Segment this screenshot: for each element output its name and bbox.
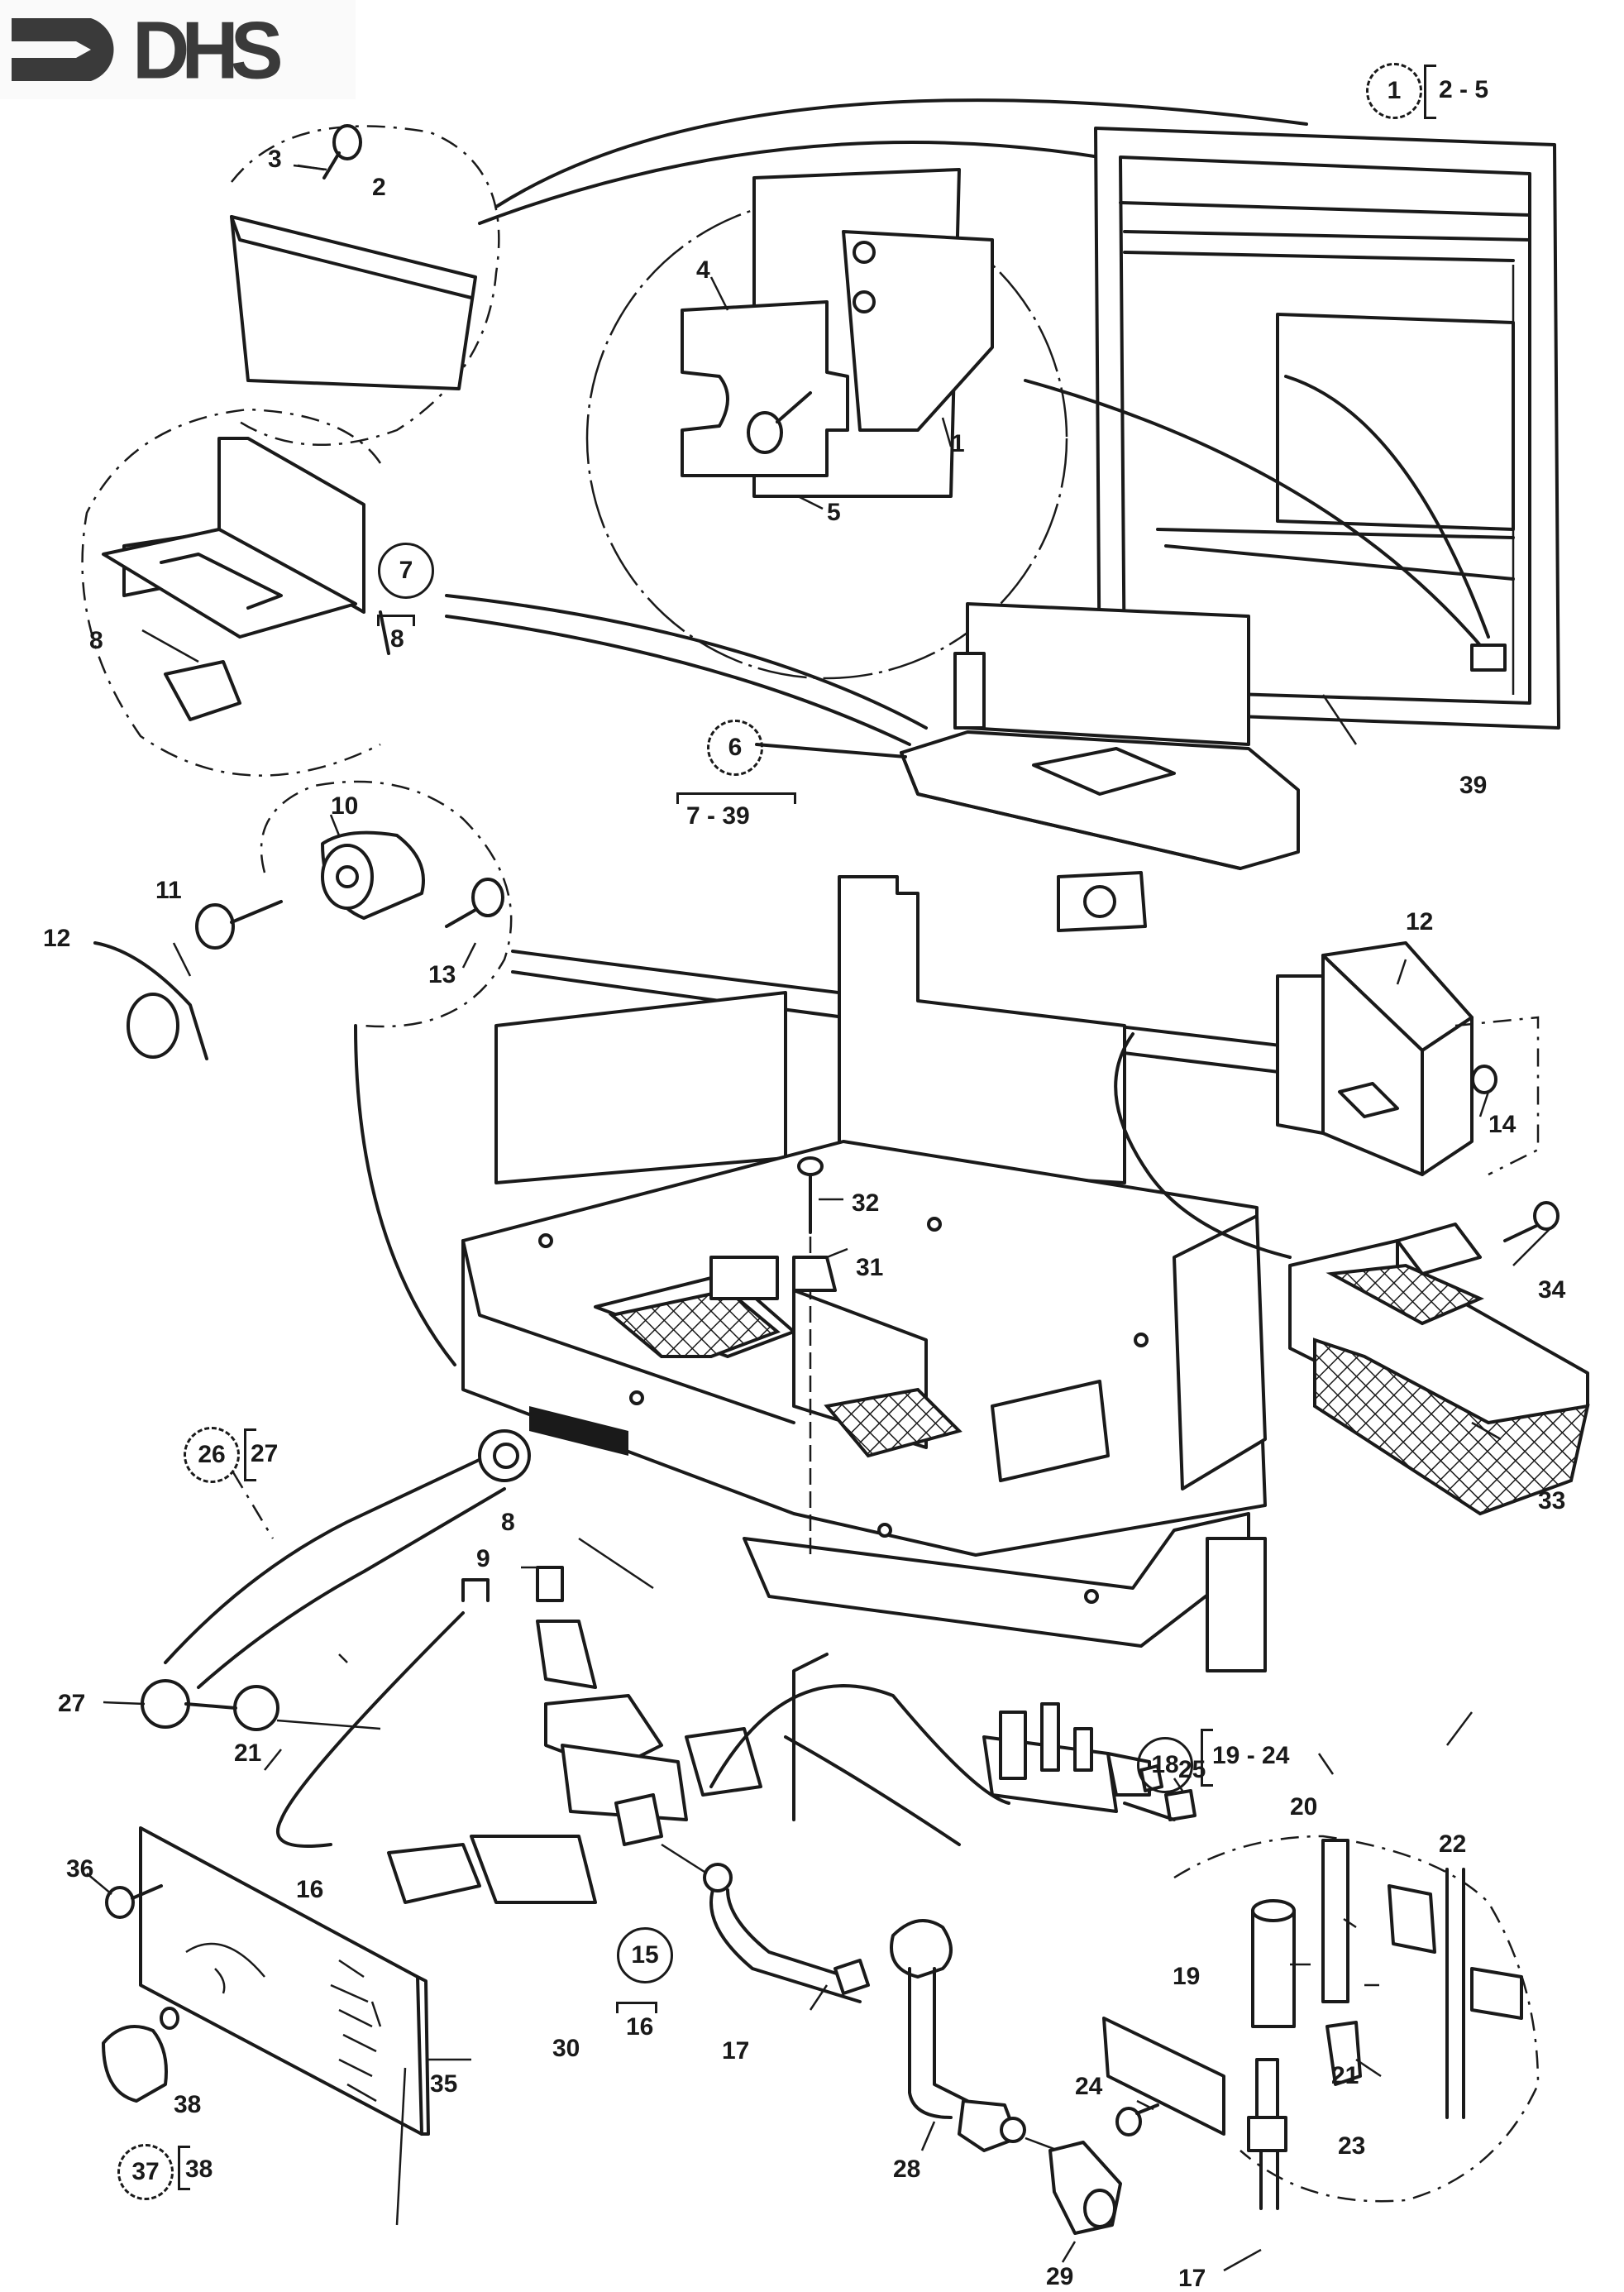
gas-valve bbox=[276, 1566, 1010, 1904]
detail-circle-burner-tray bbox=[81, 408, 928, 777]
part-label-29: 29 bbox=[1046, 2263, 1074, 2290]
part-label-24: 24 bbox=[1075, 2073, 1103, 2100]
pipe-connector bbox=[1048, 2141, 1122, 2235]
part-label-28: 28 bbox=[893, 2156, 921, 2183]
detail-circle-pilot bbox=[1102, 1764, 1540, 2210]
part-label-27: 27 bbox=[58, 1690, 86, 1717]
screw-icon bbox=[105, 1884, 163, 1919]
part-label-14: 14 bbox=[1488, 1111, 1517, 1138]
bolt-icon bbox=[747, 391, 812, 454]
part-label-17-pilot: 17 bbox=[1178, 2265, 1206, 2292]
clip-bracket bbox=[681, 300, 849, 477]
part-label-2: 2 bbox=[372, 174, 386, 201]
part-label-20: 20 bbox=[1290, 1793, 1318, 1821]
control-knob bbox=[102, 2007, 179, 2103]
part-label-11: 11 bbox=[155, 877, 182, 904]
part-label-5: 5 bbox=[827, 499, 841, 526]
part-label-8-tray: 8 bbox=[89, 627, 103, 654]
leader-curve-top bbox=[494, 98, 1308, 208]
callout-bracket bbox=[1424, 65, 1436, 119]
callout-circle: 26 bbox=[184, 1427, 240, 1483]
part-label-31: 31 bbox=[856, 1254, 884, 1281]
ember-bed-mesh-tray bbox=[1288, 1201, 1590, 1516]
gas-pipe-assembly bbox=[141, 1429, 531, 1731]
callout-bracket bbox=[1201, 1729, 1213, 1787]
part-label-19: 19 bbox=[1173, 1963, 1201, 1990]
callout-bracket bbox=[178, 2146, 190, 2190]
callout-range: 38 bbox=[185, 2156, 213, 2183]
callout-circle: 15 bbox=[617, 1927, 673, 1983]
callout-range: 16 bbox=[626, 2013, 654, 2041]
part-label-35: 35 bbox=[430, 2070, 458, 2098]
part-label-32: 32 bbox=[852, 1189, 880, 1217]
part-label-22: 22 bbox=[1439, 1830, 1467, 1858]
callout-bracket bbox=[244, 1428, 256, 1481]
burner-tray-assembly bbox=[755, 602, 1300, 932]
top-panel bbox=[230, 215, 477, 390]
control-panel-plate bbox=[105, 1826, 430, 2136]
callout-range: 27 bbox=[251, 1440, 279, 1467]
detail-circle-bracket bbox=[585, 168, 1068, 680]
callout-range: 8 bbox=[390, 625, 404, 653]
electrode-icon bbox=[195, 900, 283, 950]
callout-circle: 7 bbox=[378, 543, 434, 599]
part-label-38: 38 bbox=[174, 2091, 202, 2118]
pilot-assembly bbox=[982, 1702, 1197, 1821]
part-label-36: 36 bbox=[66, 1855, 94, 1883]
spark-generator-box bbox=[1276, 941, 1540, 1176]
part-label-4: 4 bbox=[696, 256, 710, 284]
part-label-12-right: 12 bbox=[1406, 908, 1434, 935]
part-label-33: 33 bbox=[1538, 1487, 1566, 1514]
mounting-bracket bbox=[842, 230, 994, 432]
pipe-17 bbox=[703, 1863, 870, 2003]
callout-circle: 1 bbox=[1366, 63, 1422, 119]
part-label-30: 30 bbox=[552, 2035, 580, 2062]
main-chassis bbox=[461, 875, 1292, 1672]
part-label-23: 23 bbox=[1338, 2132, 1366, 2160]
part-label-39: 39 bbox=[1459, 772, 1488, 799]
part-label-3: 3 bbox=[268, 146, 282, 173]
fire-surround-frame bbox=[1024, 127, 1560, 730]
part-label-1: 1 bbox=[951, 430, 965, 457]
part-label-10: 10 bbox=[331, 792, 359, 820]
leader-curve-top-2 bbox=[478, 141, 1101, 225]
callout-range: 2 - 5 bbox=[1439, 76, 1489, 103]
part-label-12-left: 12 bbox=[43, 925, 71, 952]
callout-circle: 18 bbox=[1137, 1737, 1193, 1793]
pilot-tube bbox=[1251, 1909, 1296, 2028]
detail-circle-top-panel bbox=[230, 124, 500, 446]
part-label-17: 17 bbox=[722, 2037, 750, 2065]
callout-range: 19 - 24 bbox=[1212, 1742, 1290, 1769]
part-label-8-bracket: 8 bbox=[501, 1509, 515, 1536]
part-label-34: 34 bbox=[1538, 1276, 1566, 1304]
arrow-in-bracket-logo-icon bbox=[12, 18, 114, 81]
screw-icon bbox=[322, 124, 362, 179]
callout-circle: 6 bbox=[707, 720, 763, 776]
callout-underbar bbox=[616, 2002, 657, 2013]
callout-circle: 37 bbox=[117, 2144, 174, 2200]
part-label-13: 13 bbox=[428, 961, 456, 988]
logo-text: DHS bbox=[132, 5, 284, 97]
screw-icon bbox=[1115, 2103, 1159, 2136]
brand-logo: DHS bbox=[0, 0, 356, 99]
part-label-25: 25 bbox=[1178, 1756, 1206, 1783]
leader-lines bbox=[86, 164, 1555, 2272]
screw-icon bbox=[445, 878, 504, 928]
part-label-16: 16 bbox=[296, 1876, 324, 1903]
pilot-bracket bbox=[1102, 2017, 1225, 2136]
screw-icon bbox=[1503, 1201, 1560, 1242]
callout-range: 7 - 39 bbox=[686, 802, 750, 830]
part-label-21-wire: 21 bbox=[234, 1739, 262, 1767]
part-label-21-pilot: 21 bbox=[1331, 2062, 1359, 2089]
part-label-9: 9 bbox=[476, 1545, 490, 1572]
screw-icon bbox=[797, 1156, 824, 1234]
callout-underbar bbox=[377, 615, 415, 626]
callout-underbar bbox=[676, 792, 796, 804]
pipe-28 bbox=[890, 1919, 1059, 2152]
